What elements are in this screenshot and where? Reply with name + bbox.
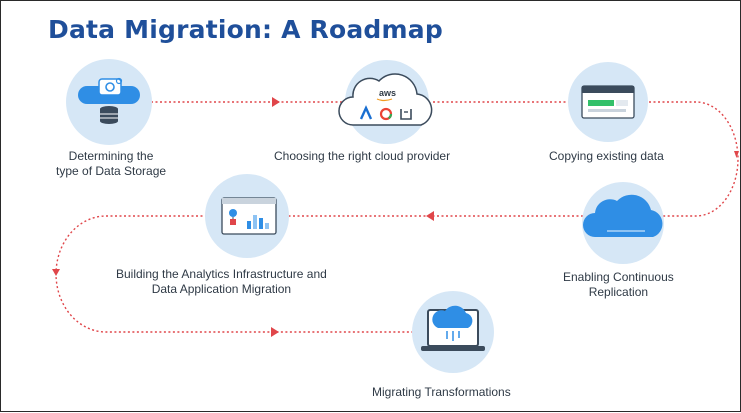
step-6-label: Migrating Transformations bbox=[372, 385, 511, 400]
step-2-label: Choosing the right cloud provider bbox=[274, 149, 450, 164]
step-5-label: Building the Analytics Infrastructure an… bbox=[116, 267, 327, 297]
step-1-label-line-2: type of Data Storage bbox=[56, 164, 167, 178]
arrow-right-1 bbox=[272, 97, 280, 107]
step-5-label-line-1: Building the Analytics Infrastructure an… bbox=[116, 267, 327, 281]
step-3-label-line-1: Copying existing data bbox=[549, 149, 664, 163]
step-4-label-line-1: Enabling Continuous bbox=[563, 270, 674, 284]
step-4-label-line-2: Replication bbox=[588, 285, 649, 299]
arrow-left-1 bbox=[426, 211, 434, 221]
aws-logo-text: aws bbox=[379, 88, 396, 98]
step-5-label-line-2: Data Application Migration bbox=[151, 282, 292, 296]
arrow-down-right bbox=[734, 151, 739, 158]
connector-3-4 bbox=[649, 101, 739, 217]
step-2-label-line-1: Choosing the right cloud provider bbox=[274, 149, 451, 163]
database-gear-icon bbox=[78, 77, 140, 124]
step-1-label-line-1: Determining the bbox=[68, 149, 154, 163]
step-4-label: Enabling Continuous Replication bbox=[563, 270, 674, 300]
azure-icon bbox=[359, 105, 373, 120]
step-1-label: Determining the type of Data Storage bbox=[56, 149, 166, 179]
storage-bracket-icon bbox=[400, 109, 412, 120]
page-title: Data Migration: A Roadmap bbox=[48, 15, 443, 44]
cloud-icon bbox=[583, 194, 663, 237]
arrow-down-left bbox=[52, 269, 60, 276]
browser-window-icon bbox=[581, 85, 635, 119]
arrow-right-2 bbox=[271, 327, 279, 337]
step-6-label-line-1: Migrating Transformations bbox=[372, 385, 511, 399]
analytics-dashboard-icon bbox=[221, 197, 277, 235]
step-3-label: Copying existing data bbox=[549, 149, 664, 164]
cloud-providers-icon: aws bbox=[338, 73, 433, 126]
laptop-cloud-icon bbox=[421, 305, 485, 351]
